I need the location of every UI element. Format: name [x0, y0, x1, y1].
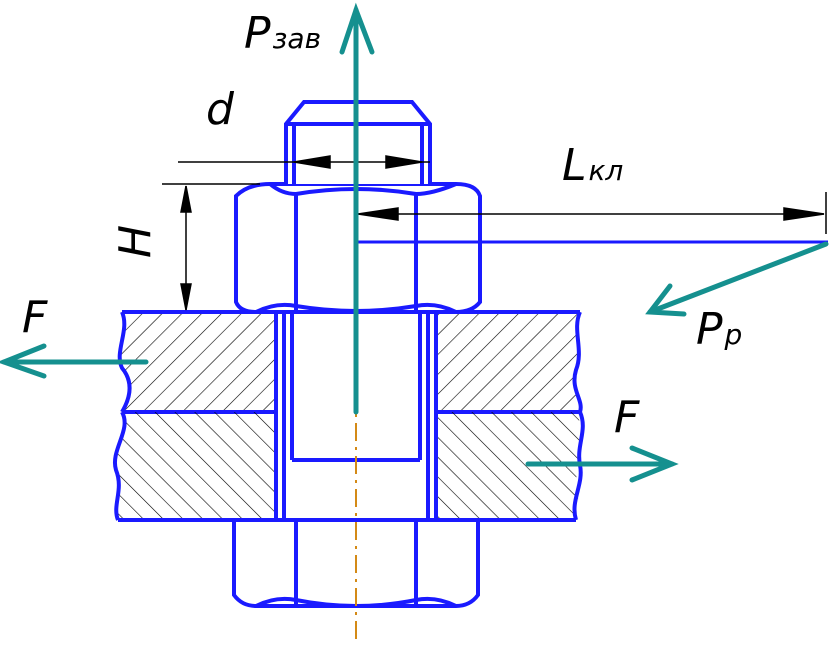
label-p-r: Pр — [696, 304, 742, 355]
force-f-left-arrow — [0, 343, 149, 379]
label-d: d — [206, 84, 235, 135]
upper-plate — [117, 310, 583, 414]
label-l-kl: Lкл — [562, 140, 623, 191]
dimension-d — [178, 155, 430, 169]
dimension-l-kl — [357, 192, 827, 234]
label-f-left: F — [22, 292, 48, 343]
label-h: H — [110, 225, 161, 258]
wrench-force-arrow — [645, 241, 829, 317]
label-p-zav: Pзав — [244, 8, 321, 59]
lower-plate — [112, 411, 585, 522]
label-f-right: F — [614, 392, 640, 443]
bolt-hole — [282, 312, 430, 520]
axial-force-arrow — [339, 2, 375, 415]
force-f-right-arrow — [525, 445, 679, 483]
dimension-h — [162, 183, 260, 311]
